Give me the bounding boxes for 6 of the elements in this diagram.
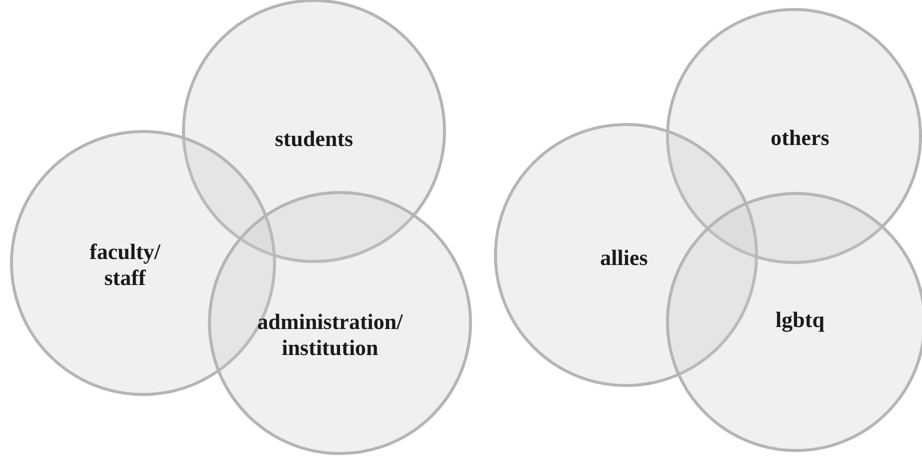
circle-label: others — [770, 125, 830, 151]
circle-label: allies — [599, 245, 649, 271]
circle-label: administration/ institution — [256, 309, 404, 361]
circle-label: students — [274, 126, 354, 152]
circle-label: faculty/ staff — [88, 239, 162, 291]
circle-label: lgbtq — [774, 307, 826, 333]
